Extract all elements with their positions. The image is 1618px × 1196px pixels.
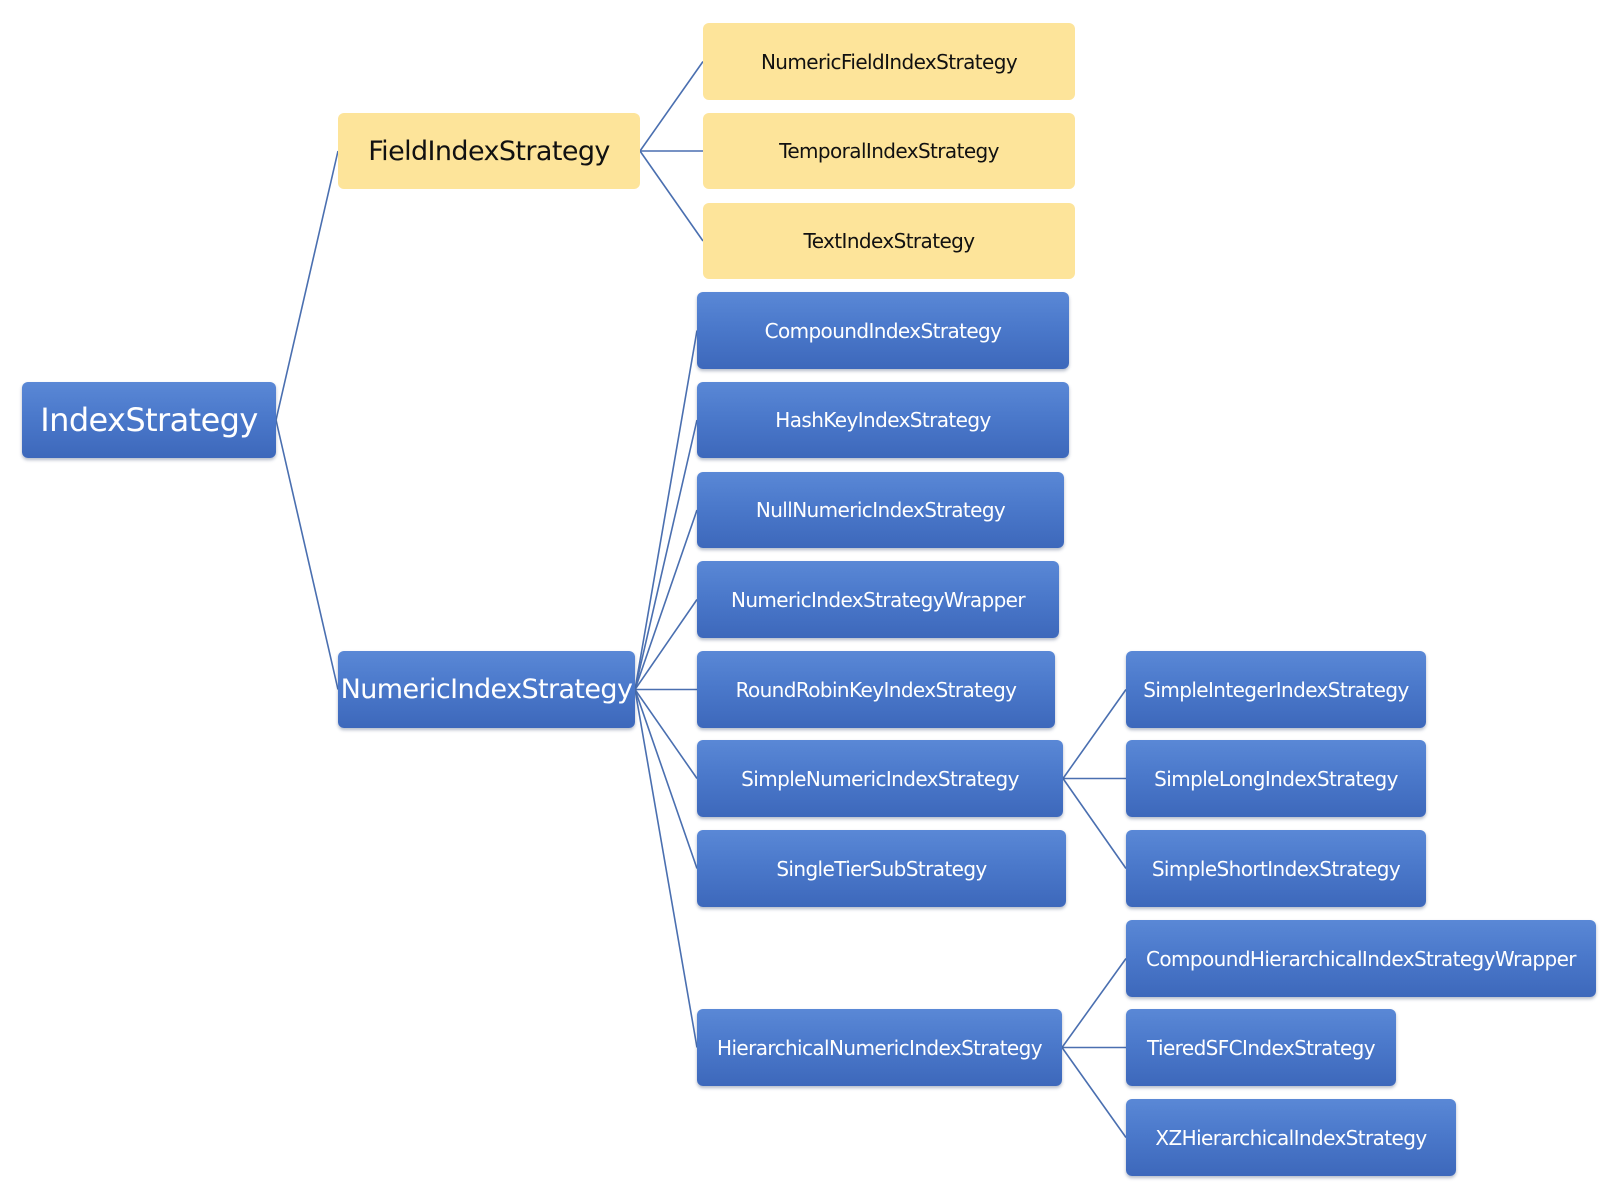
connector-numeric-index-strategy-to-numeric-index-strategy-wrapper [634, 599, 698, 690]
node-temporal-index-strategy: TemporalIndexStrategy [703, 113, 1075, 189]
connector-numeric-index-strategy-to-hash-key-index-strategy [634, 419, 698, 690]
connector-hierarchical-numeric-index-strategy-to-xz-hierarchical-index-strategy [1061, 1047, 1127, 1138]
connector-numeric-index-strategy-to-null-numeric-index-strategy [634, 509, 698, 690]
node-xz-hierarchical-index-strategy: XZHierarchicalIndexStrategy [1126, 1099, 1456, 1176]
connector-numeric-index-strategy-to-single-tier-sub-strategy [634, 689, 698, 869]
node-hash-key-index-strategy: HashKeyIndexStrategy [697, 382, 1069, 458]
connector-simple-numeric-index-strategy-to-simple-short-index-strategy [1062, 778, 1127, 869]
node-null-numeric-index-strategy: NullNumericIndexStrategy [697, 472, 1064, 548]
connector-field-index-strategy-to-text-index-strategy [639, 150, 704, 242]
connector-hierarchical-numeric-index-strategy-to-compound-hierarchical-index-strategy-wrapper [1061, 958, 1127, 1048]
connector-numeric-index-strategy-to-hierarchical-numeric-index-strategy [634, 689, 698, 1048]
node-numeric-index-strategy: NumericIndexStrategy [338, 651, 635, 728]
node-simple-numeric-index-strategy: SimpleNumericIndexStrategy [697, 740, 1063, 817]
node-numeric-index-strategy-wrapper: NumericIndexStrategyWrapper [697, 561, 1059, 638]
connector-numeric-index-strategy-to-simple-numeric-index-strategy [634, 689, 698, 779]
node-text-index-strategy: TextIndexStrategy [703, 203, 1075, 279]
connector-numeric-index-strategy-to-compound-index-strategy [634, 330, 698, 690]
connector-index-strategy-to-numeric-index-strategy [275, 419, 339, 690]
node-tiered-sfc-index-strategy: TieredSFCIndexStrategy [1126, 1009, 1396, 1086]
node-numeric-field-index-strategy: NumericFieldIndexStrategy [703, 23, 1075, 100]
connector-index-strategy-to-field-index-strategy [275, 150, 339, 421]
connector-simple-numeric-index-strategy-to-simple-integer-index-strategy [1062, 689, 1127, 779]
node-compound-index-strategy: CompoundIndexStrategy [697, 292, 1069, 369]
connector-field-index-strategy-to-numeric-field-index-strategy [639, 61, 704, 152]
node-simple-long-index-strategy: SimpleLongIndexStrategy [1126, 740, 1426, 817]
node-simple-integer-index-strategy: SimpleIntegerIndexStrategy [1126, 651, 1426, 728]
node-simple-short-index-strategy: SimpleShortIndexStrategy [1126, 830, 1426, 907]
node-single-tier-sub-strategy: SingleTierSubStrategy [697, 830, 1066, 907]
node-field-index-strategy: FieldIndexStrategy [338, 113, 640, 189]
node-index-strategy: IndexStrategy [22, 382, 276, 458]
node-hierarchical-numeric-index-strategy: HierarchicalNumericIndexStrategy [697, 1009, 1062, 1086]
node-compound-hierarchical-index-strategy-wrapper: CompoundHierarchicalIndexStrategyWrapper [1126, 920, 1596, 997]
node-round-robin-key-index-strategy: RoundRobinKeyIndexStrategy [697, 651, 1055, 728]
